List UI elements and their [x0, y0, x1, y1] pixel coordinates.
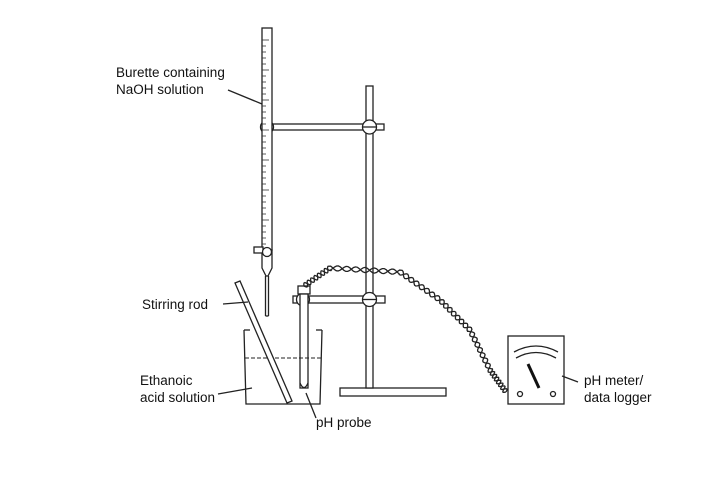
stand-base: [339, 387, 447, 397]
leader-probe: [305, 392, 317, 419]
leader-burette: [227, 89, 263, 105]
stand-rod: [365, 85, 374, 389]
beaker: [243, 329, 323, 405]
leader-meter: [561, 375, 579, 383]
stopcock: [261, 246, 273, 258]
burette-tube: [261, 27, 273, 251]
ph-meter-label-line1: pH meter/: [584, 373, 644, 388]
ph-probe-label: pH probe: [316, 415, 372, 430]
meter-needle: [526, 363, 541, 389]
stirring-rod: [234, 280, 293, 404]
stopcock-handle: [253, 246, 264, 254]
stirring-rod-label: Stirring rod: [142, 297, 209, 312]
ph-probe-body: [299, 293, 309, 389]
leader-acid: [217, 387, 253, 395]
meter-terminal-left: [516, 390, 524, 398]
ph-meter-label-line2: data logger: [584, 390, 652, 405]
acid-label-line1: Ethanoic: [140, 373, 193, 388]
probe-cable: [303, 265, 508, 393]
meter-terminal-right: [549, 390, 557, 398]
burette-graduations: [262, 39, 269, 245]
burette-tip: [264, 276, 270, 316]
leader-stirring-rod: [222, 301, 249, 305]
meter-scale: [513, 345, 559, 353]
burette-label-line2: NaOH solution: [116, 82, 204, 97]
probe-clamp-arm: [292, 295, 386, 304]
probe-cap: [297, 285, 311, 295]
burette-label-line1: Burette containing: [116, 65, 225, 80]
acid-label-line2: acid solution: [140, 390, 216, 405]
